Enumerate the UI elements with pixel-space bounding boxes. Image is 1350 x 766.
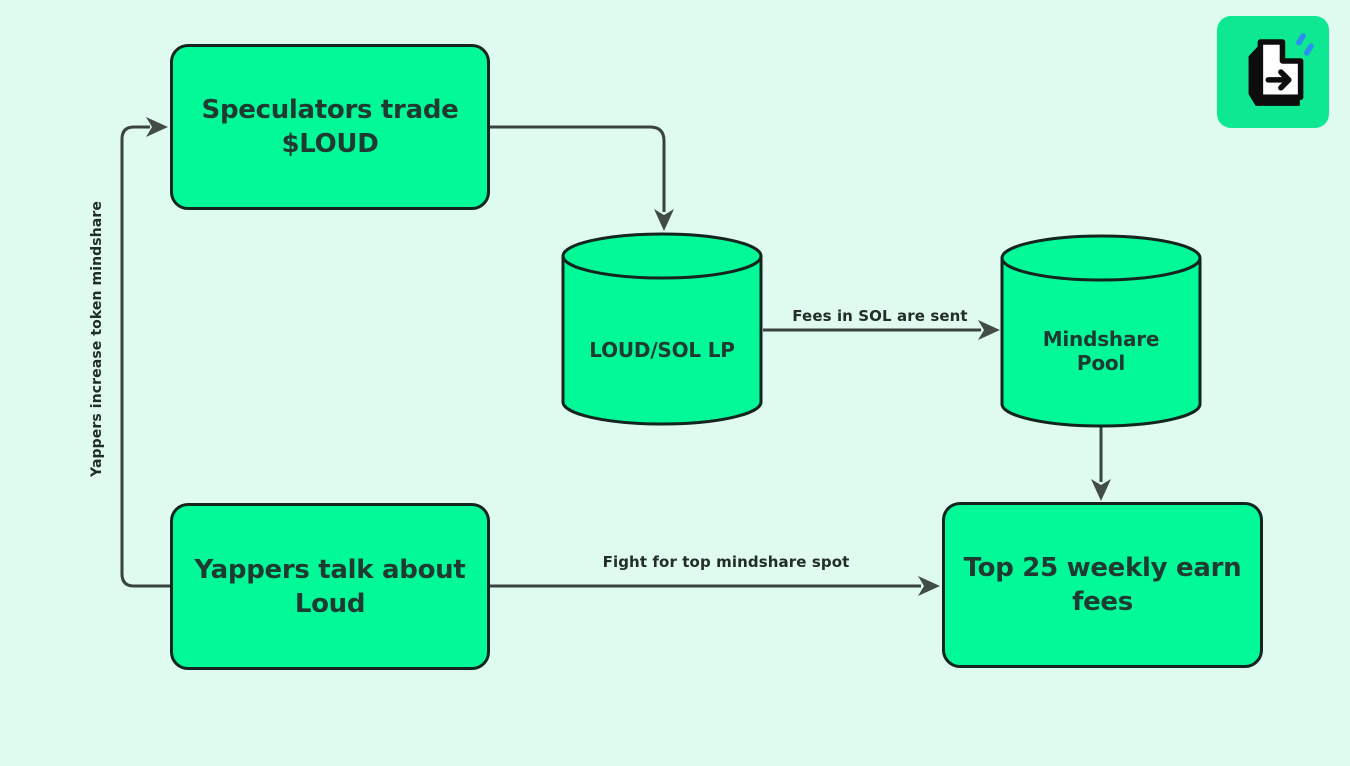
cylinder-mindshare-pool: Mindshare Pool — [999, 233, 1203, 429]
key-with-right-arrow-icon — [1248, 33, 1314, 106]
sparkle-dash-icon — [1304, 43, 1314, 56]
node-label-line: Top 25 weekly earn — [963, 553, 1242, 583]
loud-logo-badge — [1217, 16, 1329, 128]
node-label-line: Speculators trade — [201, 95, 459, 125]
cylinder-shape — [1000, 234, 1202, 428]
cylinder-loud-sol-lp: LOUD/SOL LP — [560, 231, 764, 427]
node-label-line: fees — [1072, 587, 1133, 617]
arrowhead-into-top25-from-pool — [1091, 479, 1111, 501]
node-label-line: Yappers talk about — [194, 554, 466, 585]
node-speculators-trade-loud: Speculators trade $LOUD — [170, 44, 490, 210]
cylinder-label-line: Mindshare — [1042, 327, 1160, 351]
node-label-line: $LOUD — [281, 129, 379, 159]
edge-label-yappers-increase-mindshare: Yappers increase token mindshare — [89, 201, 105, 477]
arrowhead-into-top25-from-yappers — [918, 576, 940, 596]
arrowhead-into-lp — [654, 209, 674, 231]
node-yappers-talk-about-loud: Yappers talk about Loud — [170, 503, 490, 670]
cylinder-label-loud-sol-lp: LOUD/SOL LP — [589, 338, 735, 362]
node-label-line: Loud — [294, 588, 366, 619]
edge-label-fight-for-mindshare: Fight for top mindshare spot — [602, 553, 850, 571]
edge-yappers-to-speculators — [120, 125, 170, 588]
sparkle-dash-icon — [1296, 33, 1306, 46]
arrowhead-into-mindshare-pool — [978, 320, 1000, 340]
node-top-25-weekly-earn-fees: Top 25 weekly earn fees — [942, 502, 1263, 668]
edge-speculators-to-lp — [490, 125, 666, 212]
cylinder-label-mindshare-pool: Mindshare Pool — [999, 327, 1203, 375]
edge-label-fees-in-sol: Fees in SOL are sent — [792, 307, 968, 325]
cylinder-label-line: Pool — [1076, 351, 1126, 375]
arrowhead-into-speculators — [146, 117, 168, 137]
cylinder-shape — [561, 232, 763, 426]
